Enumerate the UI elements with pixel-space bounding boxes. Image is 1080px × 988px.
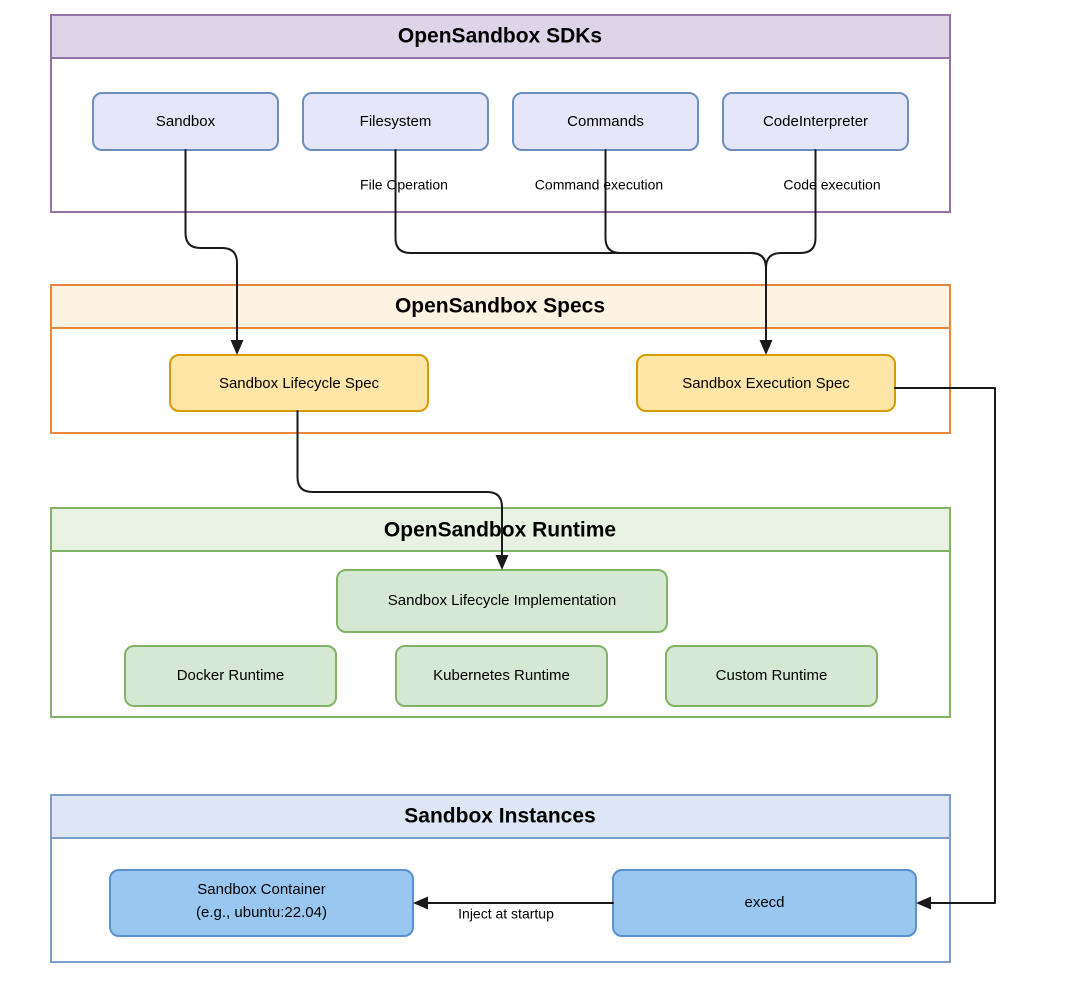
edge-lifecycle-spec-to-lifecycle-impl: [296, 410, 503, 561]
edge-label-code-execution: Code execution: [783, 177, 880, 193]
node-kubernetes-runtime[interactable]: [395, 645, 608, 707]
edge-commands-to-execution-spec: [604, 149, 767, 346]
node-lifecycle-spec-label: Sandbox Lifecycle Spec: [219, 375, 380, 392]
layer-specs: OpenSandbox Specs Sandbox Lifecycle Spec…: [50, 284, 951, 434]
layer-sdks: OpenSandbox SDKs Sandbox Filesystem Comm…: [50, 14, 951, 213]
edge-codeinterpreter-to-execution-spec: [765, 149, 817, 346]
layer-instances: Sandbox Instances Sandbox Container (e.g…: [50, 794, 951, 963]
layer-specs-title: OpenSandbox Specs: [395, 295, 605, 318]
layer-specs-header: [50, 284, 951, 329]
edge-label-inject-at-startup: Inject at startup: [458, 906, 554, 922]
node-kubernetes-runtime-label: Kubernetes Runtime: [433, 667, 570, 684]
node-commands-label: Commands: [567, 113, 644, 130]
node-execd-label: execd: [744, 894, 784, 911]
node-sandbox-label: Sandbox: [156, 113, 216, 130]
edge-sandbox-to-lifecycle-spec: [184, 149, 238, 346]
edge-sandbox-to-lifecycle-spec-arrowhead: [230, 340, 244, 355]
node-lifecycle-implementation-label: Sandbox Lifecycle Implementation: [388, 592, 616, 609]
connectors: File Operation Command execution Code ex…: [184, 149, 996, 922]
edge-execution-spec-to-execd-arrowhead: [916, 896, 931, 910]
node-sandbox-container-label-line1: Sandbox Container: [197, 881, 325, 898]
layer-sdks-header: [50, 14, 951, 59]
edge-label-command-execution: Command execution: [535, 177, 663, 193]
edge-execution-spec-to-execd: [894, 387, 996, 904]
edge-to-execution-spec-arrowhead: [759, 340, 773, 355]
edge-execd-to-sandbox-container-arrowhead: [413, 896, 428, 910]
node-docker-runtime[interactable]: [124, 645, 337, 707]
node-sandbox-container-label-line2: (e.g., ubuntu:22.04): [196, 904, 327, 921]
layer-runtime: OpenSandbox Runtime Sandbox Lifecycle Im…: [50, 507, 951, 718]
node-filesystem-label: Filesystem: [360, 113, 432, 130]
layer-instances-title: Sandbox Instances: [404, 805, 595, 828]
node-custom-runtime[interactable]: [665, 645, 878, 707]
layer-runtime-header: [50, 507, 951, 552]
node-lifecycle-spec[interactable]: [169, 354, 429, 412]
node-custom-runtime-label: Custom Runtime: [716, 667, 828, 684]
node-codeinterpreter-label: CodeInterpreter: [763, 113, 868, 130]
edge-lifecycle-spec-to-lifecycle-impl-arrowhead: [495, 555, 509, 570]
layer-instances-header: [50, 794, 951, 839]
layer-runtime-title: OpenSandbox Runtime: [384, 519, 616, 542]
edge-label-file-operation: File Operation: [360, 177, 448, 193]
node-docker-runtime-label: Docker Runtime: [177, 667, 285, 684]
node-execution-spec-label: Sandbox Execution Spec: [682, 375, 850, 392]
layer-sdks-title: OpenSandbox SDKs: [398, 25, 602, 48]
